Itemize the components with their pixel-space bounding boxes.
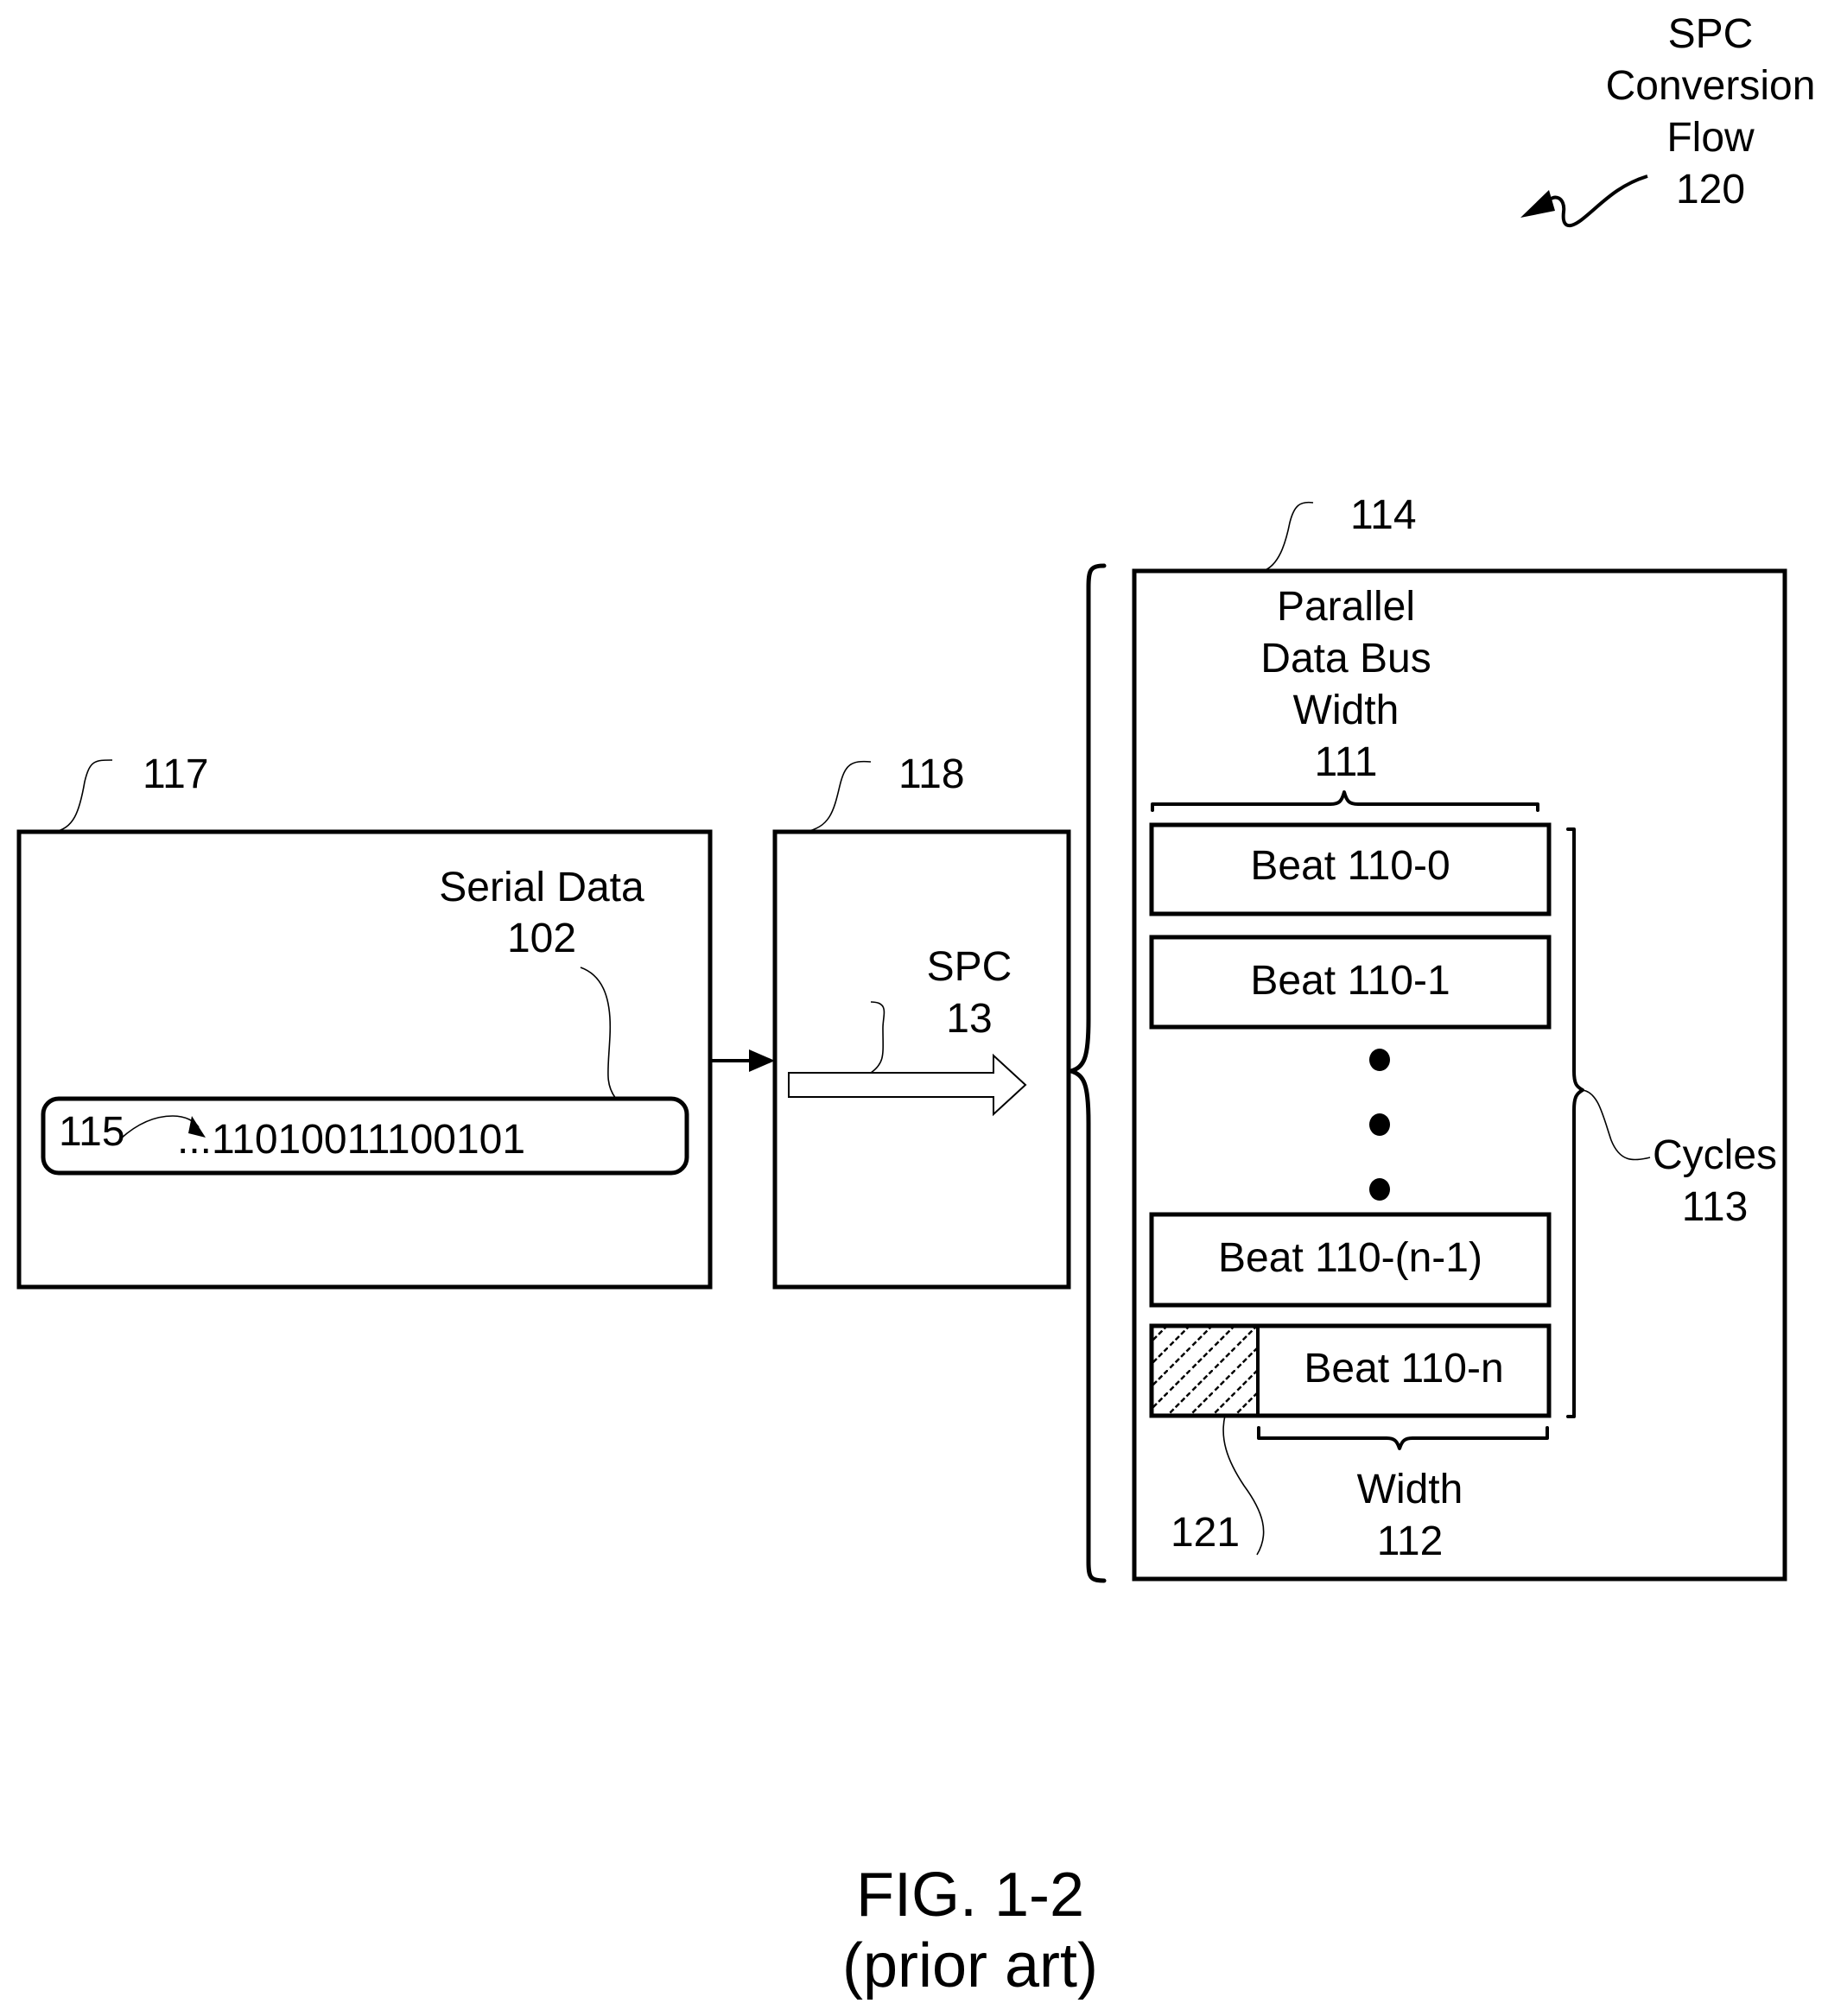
width-ref: 112 <box>1377 1518 1444 1564</box>
parallel-block-frame <box>1134 571 1785 1579</box>
figure-subtitle: (prior art) <box>842 1931 1098 2000</box>
flow-label-line-3: Flow <box>1666 115 1755 161</box>
bus-width-label-line-1: Parallel <box>1277 584 1415 630</box>
converter-block-ref: 118 <box>898 751 965 797</box>
beat-label: Beat 110-n <box>1304 1346 1503 1392</box>
beat-row: Beat 110-1 <box>1152 937 1549 1027</box>
serial-data-label: Serial Data <box>439 865 644 910</box>
beat-row: Beat 110-n <box>1152 1326 1549 1416</box>
cycles-ref: 113 <box>1682 1184 1749 1230</box>
serial-data-ref: 102 <box>507 916 576 961</box>
bit-stream-prefix: ... <box>177 1117 212 1163</box>
ellipsis-dot <box>1369 1113 1390 1136</box>
source-block-ref: 117 <box>143 751 209 797</box>
bus-width-label-line-2: Data Bus <box>1260 636 1431 682</box>
squiggle-arrow-icon <box>1520 176 1647 225</box>
converter-block: 118 SPC 13 <box>775 751 1069 1287</box>
width-label: Width <box>1357 1467 1463 1512</box>
ellipsis-dot <box>1369 1049 1390 1071</box>
flow-label: SPC Conversion Flow 120 <box>1520 11 1815 225</box>
beat-label: Beat 110-(n-1) <box>1218 1235 1482 1281</box>
leader-line-118 <box>805 762 871 832</box>
figure-title: FIG. 1-2 <box>856 1861 1084 1930</box>
flow-label-line-1: SPC <box>1668 11 1754 57</box>
source-block: 117 Serial Data 102 115 ...1101001110010… <box>19 751 710 1287</box>
parallel-block: 114 Parallel Data Bus Width 111 Beat 110… <box>1134 492 1785 1579</box>
padding-hatch <box>1153 1328 1258 1414</box>
beat-row: Beat 110-0 <box>1152 825 1549 914</box>
arrowhead-icon <box>749 1049 775 1072</box>
parallel-block-ref: 114 <box>1350 492 1417 538</box>
beat-row: Beat 110-(n-1) <box>1152 1214 1549 1305</box>
bit-stream-value: ...11010011100101 <box>177 1117 525 1163</box>
beat-label: Beat 110-0 <box>1250 843 1450 889</box>
spc-ref: 13 <box>946 996 992 1042</box>
bit-stream-bits: 11010011100101 <box>212 1117 525 1163</box>
bit-stream-ref: 115 <box>59 1109 125 1155</box>
ellipsis-dot <box>1369 1178 1390 1201</box>
flow-label-line-2: Conversion <box>1606 63 1816 109</box>
connector-arrow <box>710 1049 775 1072</box>
leader-line-117 <box>54 760 112 832</box>
padding-ref: 121 <box>1171 1510 1240 1556</box>
spc-label: SPC <box>927 944 1012 990</box>
bus-width-ref: 111 <box>1315 739 1378 785</box>
parallel-output-brace <box>1071 566 1104 1581</box>
converter-block-frame <box>775 832 1069 1287</box>
beat-label: Beat 110-1 <box>1250 958 1450 1004</box>
leader-line-114 <box>1263 503 1313 571</box>
flow-label-ref: 120 <box>1676 167 1745 212</box>
bus-width-label-line-3: Width <box>1293 688 1400 733</box>
cycles-label: Cycles <box>1653 1132 1777 1178</box>
